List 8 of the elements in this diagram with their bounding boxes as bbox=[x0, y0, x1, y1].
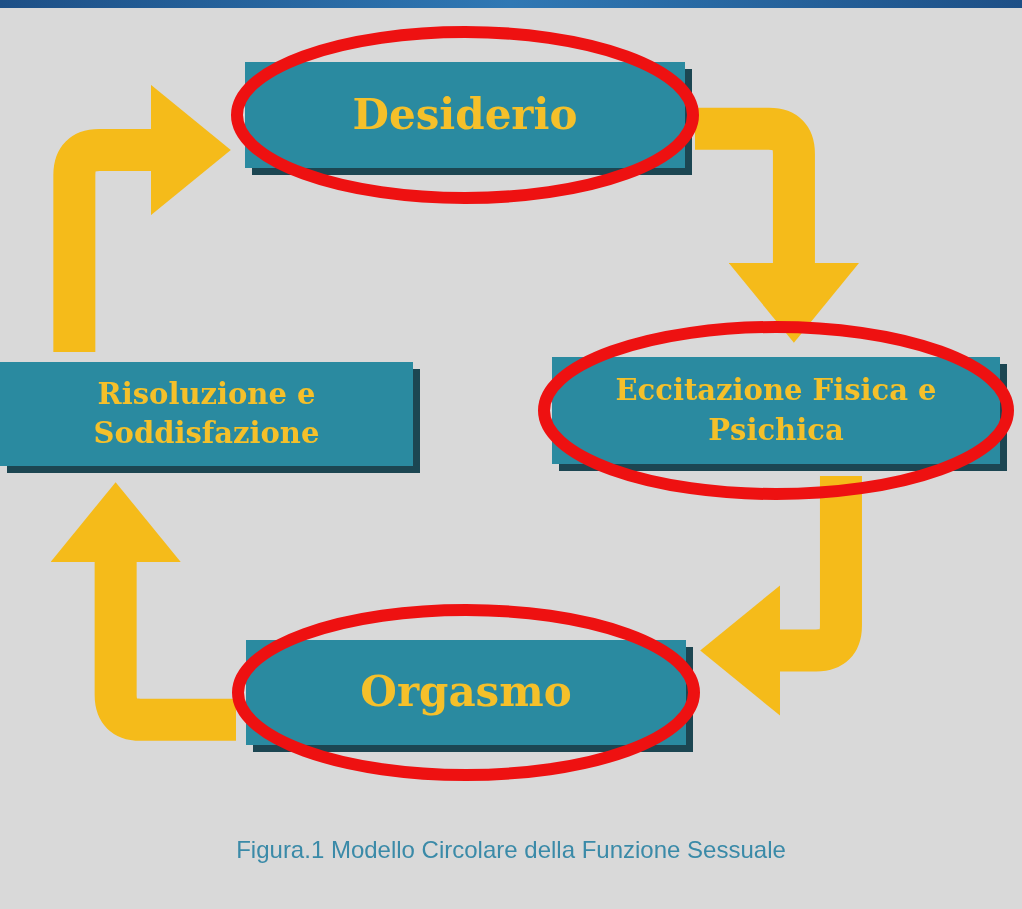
stage-label: Desiderio bbox=[352, 88, 578, 141]
stage-label: Orgasmo bbox=[360, 666, 572, 719]
bent-arrow bbox=[695, 107, 859, 343]
figure-caption: Figura.1 Modello Circolare della Funzione Sessuale bbox=[236, 836, 786, 863]
stage-label: Risoluzione e Soddisfazione bbox=[92, 375, 321, 452]
bent-arrow bbox=[53, 84, 231, 352]
bent-arrow bbox=[700, 476, 862, 716]
stage-label: Eccitazione Fisica e Psichica bbox=[614, 372, 938, 449]
